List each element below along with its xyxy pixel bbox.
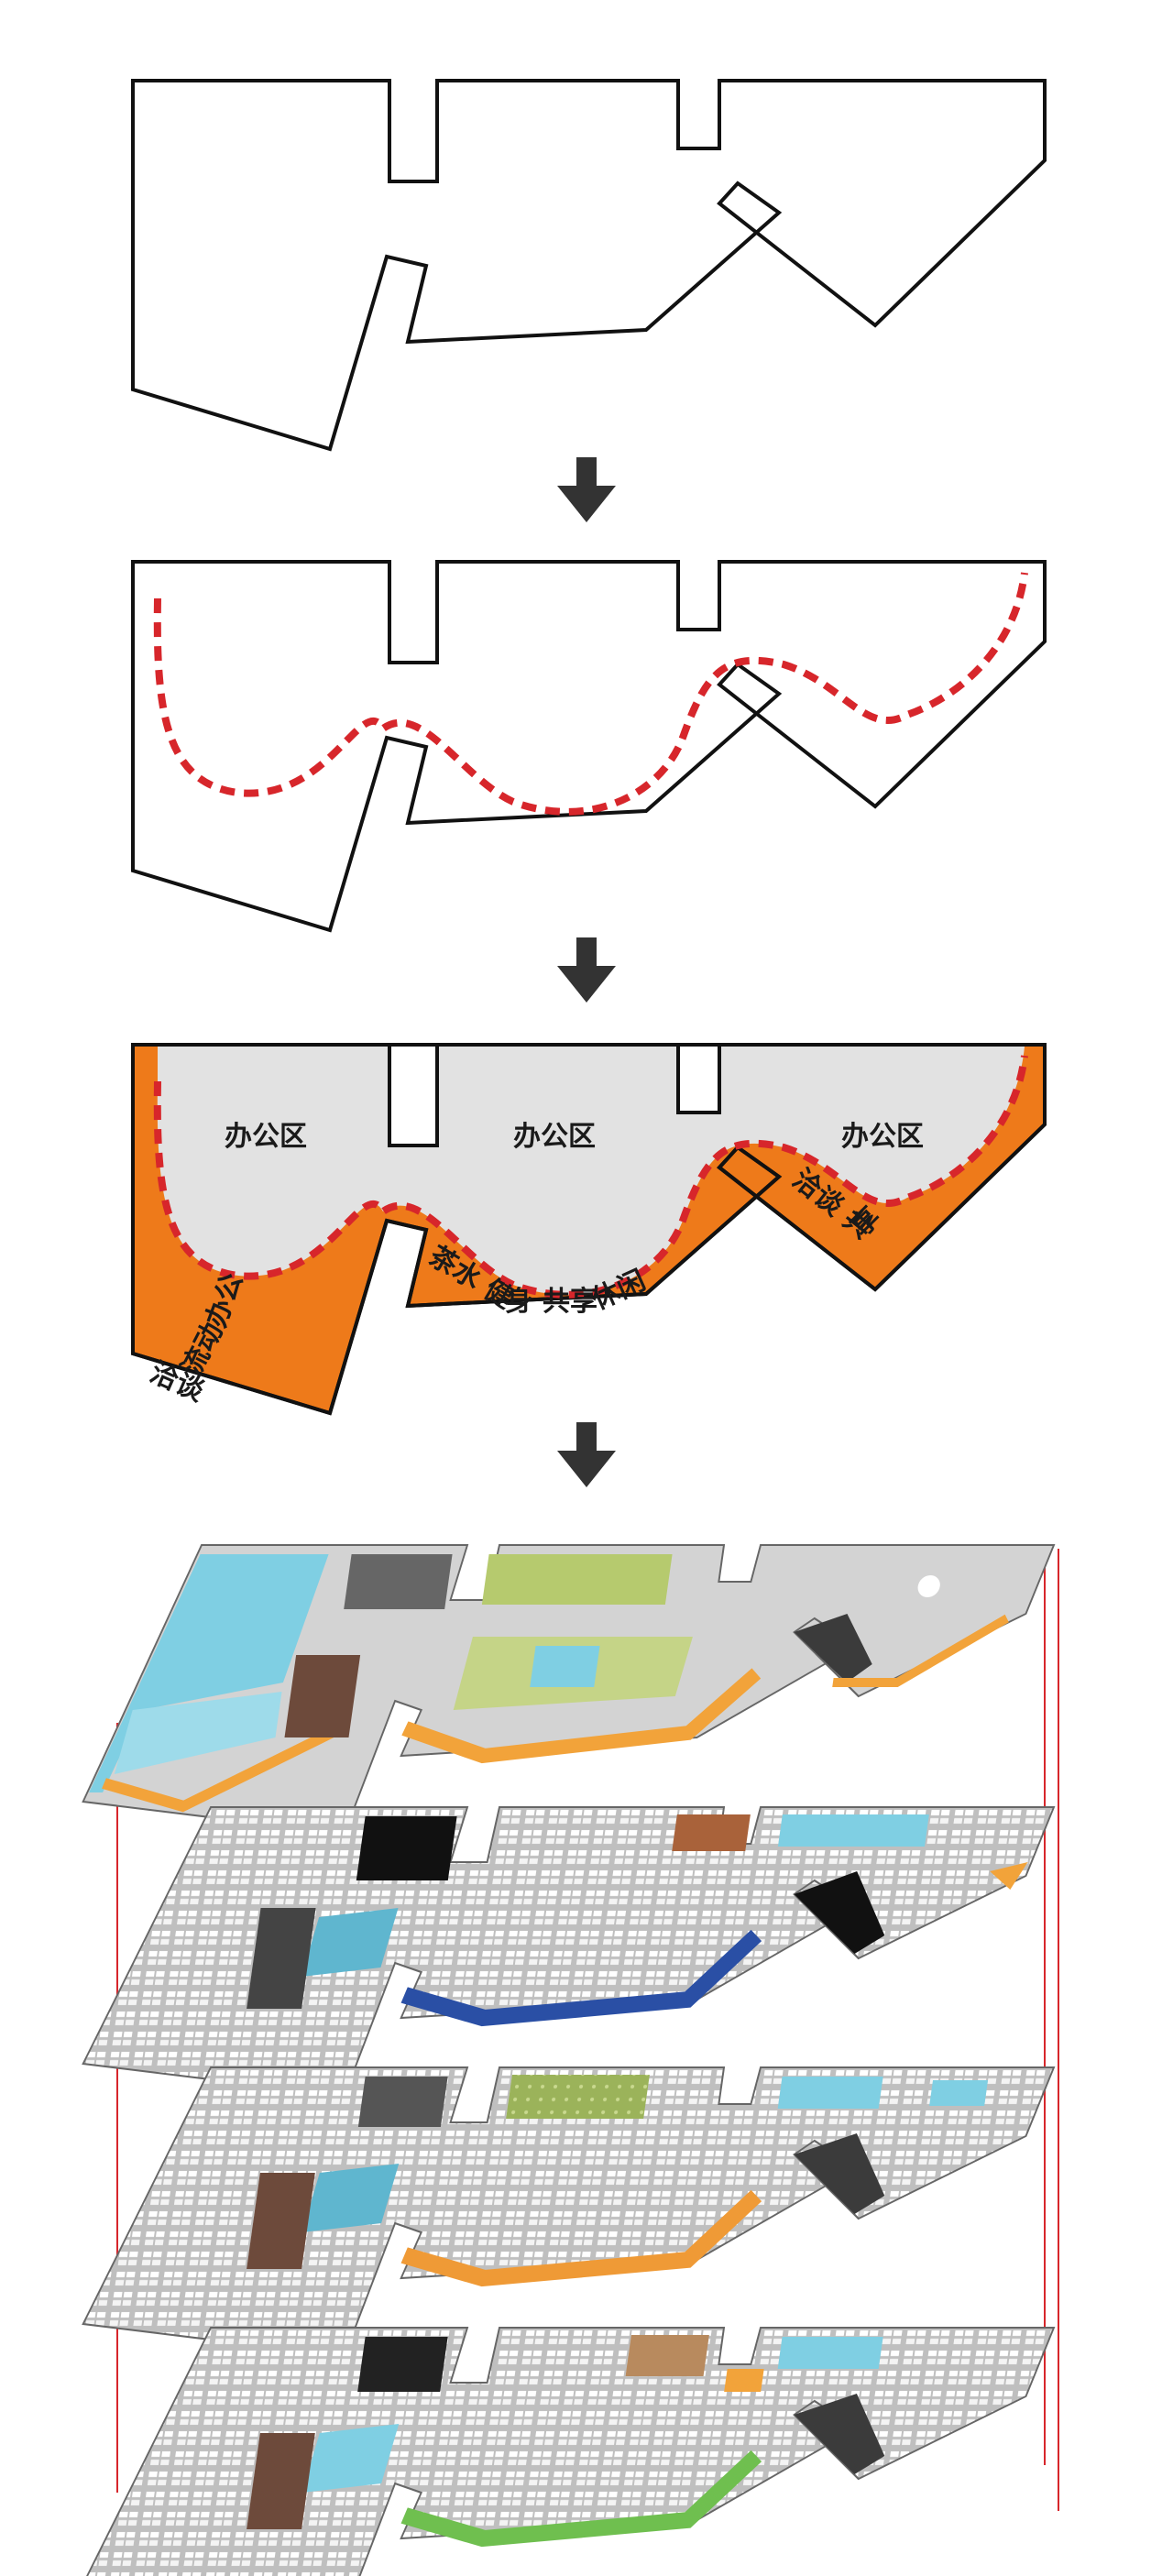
floor-plan-2 (82, 1806, 1056, 2098)
dashed-flow-path (153, 572, 1028, 816)
floor-plan-3 (82, 2066, 1056, 2358)
office-area (157, 1047, 1025, 1295)
building-outline (131, 560, 1047, 933)
zone-label-right: 办公区 (841, 1121, 924, 1153)
stage-2-flow-path (131, 560, 1047, 933)
zone-label-left: 办公区 (225, 1121, 307, 1153)
down-arrow-icon (557, 457, 616, 522)
floor-plan-1 (82, 1544, 1056, 1836)
floor-plan-4 (82, 2327, 1056, 2576)
zone-label-center: 办公区 (513, 1121, 596, 1153)
stage-1-outline (131, 79, 1047, 452)
building-outline (131, 79, 1047, 452)
stage-3-zoning: 办公区 办公区 办公区 洽谈 流动办公 茶水 健身 共享休闲 洽谈 共享 (131, 1043, 1047, 1416)
down-arrow-icon (557, 937, 616, 1003)
floor-plan-stack (82, 1544, 1059, 2576)
down-arrow-icon (557, 1422, 616, 1487)
